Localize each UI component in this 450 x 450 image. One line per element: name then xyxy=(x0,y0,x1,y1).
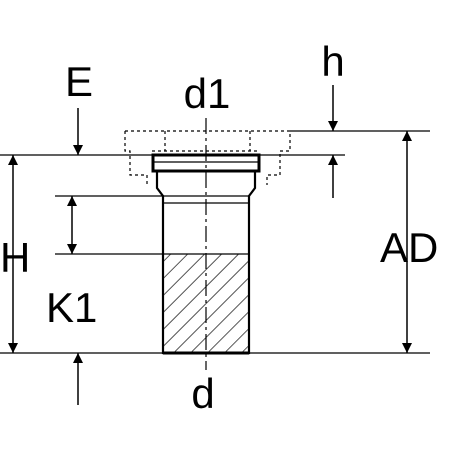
label-k1: K1 xyxy=(46,284,97,331)
label-ad: AD xyxy=(380,224,438,271)
label-d: d xyxy=(191,370,214,417)
label-e: E xyxy=(65,58,93,105)
label-d1: d1 xyxy=(184,70,231,117)
label-h: H xyxy=(0,234,30,281)
label-h-small: h xyxy=(321,38,344,85)
dimension-arrows xyxy=(8,85,412,405)
